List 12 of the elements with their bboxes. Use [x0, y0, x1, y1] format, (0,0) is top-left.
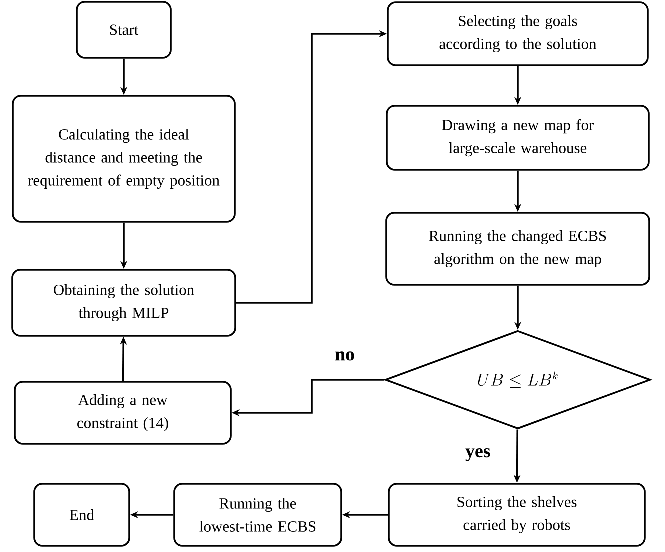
process-box: Sorting the shelves carried by robots [388, 483, 646, 547]
terminal-box: Start [76, 1, 172, 59]
process-box: Obtaining the solution through MILP [12, 269, 236, 337]
process-box: Running the changed ECBS algorithm on the new map [386, 212, 650, 286]
process-box: Drawing a new map for large-scale warehouse [386, 105, 650, 171]
edge-label: no [334, 350, 356, 362]
edge-label: yes [464, 447, 492, 463]
process-box: Adding a new constraint (14) [14, 381, 232, 445]
process-box: Selecting the goals according to the solution [387, 2, 649, 66]
process-box: Running the lowest-time ECBS [174, 483, 342, 547]
process-box: Calculating the ideal distance and meeting the requirement of empty position [12, 95, 236, 223]
terminal-box: End [34, 483, 130, 547]
